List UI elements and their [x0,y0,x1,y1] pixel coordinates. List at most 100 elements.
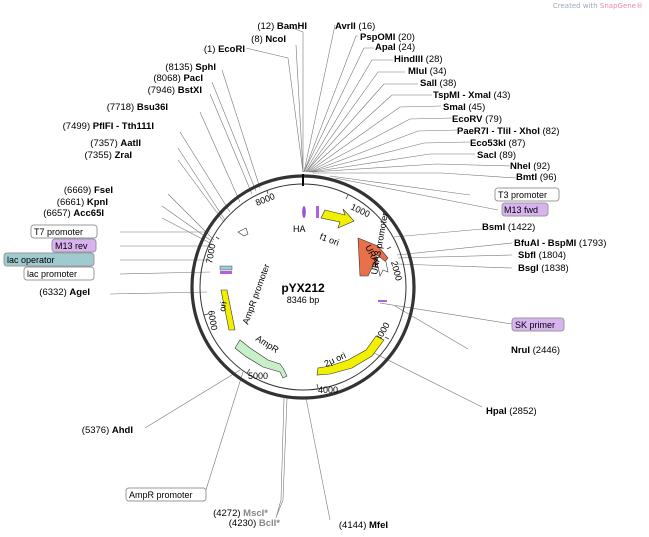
enzyme-position: (1422) [505,222,535,233]
f1-ori-arrow [320,208,355,229]
enzyme-position: (7946) [148,85,178,96]
enzyme-position: (20) [395,32,415,43]
enzyme-position: (5376) [82,425,112,436]
enzyme-label: (7718) Bsu36I [107,102,168,113]
enzyme-position: (7718) [107,102,137,113]
enzyme-labels: (12) BamHI(8) NcoI(1) EcoRI(8135) SphI(8… [39,21,606,531]
enzyme-name: PflFI - Tth111I [93,121,154,132]
lac-promoter-box [23,266,95,281]
enzyme-position: (82) [540,126,560,137]
ha-label: HA [293,224,306,234]
enzyme-position: (45) [466,102,486,113]
ampr-promoter-label: AmpR promoter [129,490,193,500]
scale-label-6000: 6000 [206,310,219,331]
enzyme-label: NheI (92) [510,161,550,172]
enzyme-name: AhdI [112,425,133,436]
enzyme-position: (6332) [39,287,69,298]
enzyme-label: (8135) SphI [165,62,216,73]
lac-operator-box [3,252,95,267]
ura3-promoter-arrow [375,253,389,277]
enzyme-position: (7499) [63,121,93,132]
watermark: Created with SnapGene® [552,2,643,10]
enzyme-name: ApaI [375,42,396,53]
enzyme-position: (7357) [90,138,120,149]
t3-promoter-box [494,187,560,202]
enzyme-name: BamHI [277,21,307,32]
enzyme-label: PaeR7I - TliI - XhoI (82) [457,126,559,137]
scale-label-8000: 8000 [254,191,276,208]
enzyme-name: SacI [477,150,497,161]
m13-rev-box [51,238,97,253]
enzyme-name: BsmI [482,222,505,233]
enzyme-name: BsgI [518,263,539,274]
scale-label-5000: 5000 [248,371,268,381]
enzyme-name: NcoI [265,34,286,45]
ampr-label: AmpR [254,333,281,355]
m13-rev-label: M13 rev [55,241,88,251]
enzyme-label: (7499) PflFI - Tth111I [63,121,154,132]
enzyme-name: BmtI [516,172,537,183]
enzyme-name: FseI [94,185,113,196]
lac-operator-label: lac operator [7,255,55,265]
enzyme-name: MluI [408,66,427,77]
enzyme-name: PacI [183,73,203,84]
enzyme-name: AgeI [69,287,90,298]
enzyme-label: HpaI (2852) [486,406,537,417]
enzyme-name: EcoRI [218,44,245,55]
plasmid-name: pYX212 [281,281,325,295]
enzyme-position: (7355) [84,150,114,161]
enzyme-name: BstXI [178,85,202,96]
ampr-promoter-arrow [237,227,249,237]
enzyme-position: (28) [423,54,443,65]
enzyme-label: (4144) MfeI [339,520,388,531]
enzyme-position: (87) [506,138,526,149]
scale-label-1000: 1000 [349,202,371,220]
enzyme-position: (6657) [43,208,73,219]
enzyme-label: (4272) MscI* [213,508,268,519]
enzyme-position: (92) [531,161,551,172]
enzyme-name: Bsu36I [137,102,168,113]
enzyme-position: (1804) [536,250,566,261]
enzyme-position: (4230) [229,518,259,529]
enzyme-label: (5376) AhdI [82,425,133,436]
lac-operator-mark [219,265,233,271]
enzyme-name: NruI [511,345,530,356]
enzyme-label: SmaI (45) [443,102,485,113]
enzyme-label: SalI (38) [420,78,456,89]
enzyme-label: SbfI (1804) [518,250,566,261]
enzyme-name: HpaI [486,406,507,417]
t7-promoter-label: T7 promoter [34,227,83,237]
enzyme-position: (96) [537,172,557,183]
enzyme-name: SmaI [443,102,466,113]
ampr-promoter-inner-label: AmpR promoter [240,263,271,326]
enzyme-name: EcoRV [452,114,483,125]
enzyme-position: (12) [257,21,277,32]
enzyme-name: PaeR7I - TliI - XhoI [457,126,540,137]
2mu-ori-feature [316,335,385,376]
enzyme-label: (7946) BstXI [148,85,202,96]
enzyme-position: (89) [497,150,517,161]
enzyme-label: (6657) Acc65I [43,208,104,219]
enzyme-position: (8135) [165,62,195,73]
enzyme-label: (7357) AatII [90,138,141,149]
sk-primer-mark [378,300,387,302]
ha-feature [302,206,306,218]
scale-label-4000: 4000 [318,385,338,395]
enzyme-label: BmtI (96) [516,172,557,183]
enzyme-name: Eco53kI [470,138,506,149]
enzyme-label: (6332) AgeI [39,287,90,298]
enzyme-position: (2852) [507,406,537,417]
enzyme-name: MfeI [369,520,388,531]
enzyme-position: (16) [356,21,376,32]
enzyme-label: (12) BamHI [257,21,307,32]
enzyme-label: HindIII (28) [394,54,443,65]
enzyme-label: EcoRV (79) [452,114,502,125]
enzyme-label: TspMI - XmaI (43) [433,90,510,101]
enzyme-name: AvrII [335,21,356,32]
m13-rev-mark [220,271,232,274]
enzyme-label: AvrII (16) [335,21,375,32]
enzyme-position: (8) [251,34,265,45]
t3-promoter-label: T3 promoter [498,190,547,200]
lac-promoter-label: lac promoter [27,269,77,279]
enzyme-label: (8068) PacI [153,73,203,84]
